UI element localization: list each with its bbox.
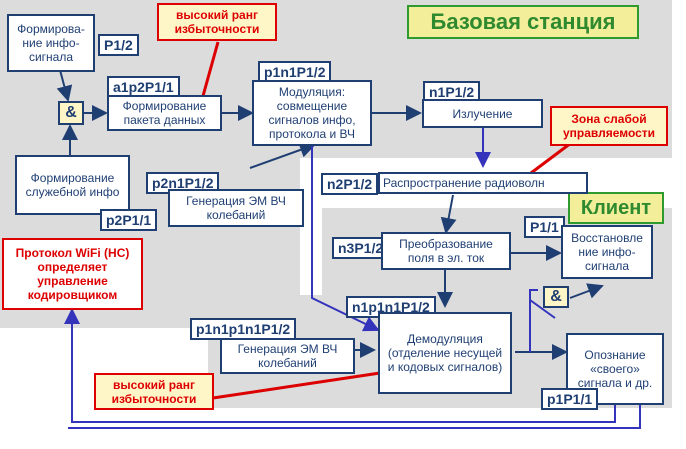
restore-signal-box: Восстановле ние инфо-сигнала xyxy=(561,225,653,279)
label-p1n1p1n1p12: p1n1p1n1P1/2 xyxy=(190,318,297,340)
client-title: Клиент xyxy=(568,192,664,224)
demodulation-box: Демодуляция (отделение несущей и кодовых… xyxy=(378,312,512,394)
generate-em-box: Генерация ЭМ ВЧ колебаний xyxy=(168,189,304,227)
generate-em-client-box: Генерация ЭМ ВЧ колебаний xyxy=(220,338,355,374)
propagation-box: Распространение радиоволн xyxy=(378,172,588,194)
client-title-text: Клиент xyxy=(580,196,652,219)
base-station-title-text: Базовая станция xyxy=(430,9,616,34)
form-info-signal-box: Формирова-ние инфо-сигнала xyxy=(7,14,95,72)
base-station-title: Базовая станция xyxy=(407,5,639,39)
note-high-redundancy-top: высокий ранг избыточности xyxy=(157,3,277,41)
note-high-redundancy-bottom: высокий ранг избыточности xyxy=(94,373,214,410)
label-n3p12: n3P1/2 xyxy=(332,237,390,259)
form-service-info-box: Формирование служебной инфо xyxy=(15,155,130,215)
wifi-protocol-box: Протокол WiFi (НС) определяет управление… xyxy=(2,238,143,310)
modulation-box: Модуляция: совмещение сигналов инфо, про… xyxy=(252,80,372,146)
and-gate-top: & xyxy=(58,101,84,125)
label-n2p12: n2P1/2 xyxy=(321,173,379,195)
label-p2p11: p2P1/1 xyxy=(100,209,158,231)
emission-box: Излучение xyxy=(422,99,543,128)
note-weak-control-zone: Зона слабой управляемости xyxy=(550,106,668,146)
label-p12: P1/2 xyxy=(98,34,139,56)
label-p1p11: p1P1/1 xyxy=(541,388,599,410)
label-p11: P1/1 xyxy=(524,216,565,238)
label-n1p1n1p12: n1p1n1P1/2 xyxy=(346,296,436,318)
field-transform-box: Преобразование поля в эл. ток xyxy=(381,232,511,270)
label-a1p2p11: а1р2Р1/1 xyxy=(107,76,180,98)
form-packet-box: Формирование пакета данных xyxy=(107,95,222,131)
and-gate-client: & xyxy=(543,286,569,308)
